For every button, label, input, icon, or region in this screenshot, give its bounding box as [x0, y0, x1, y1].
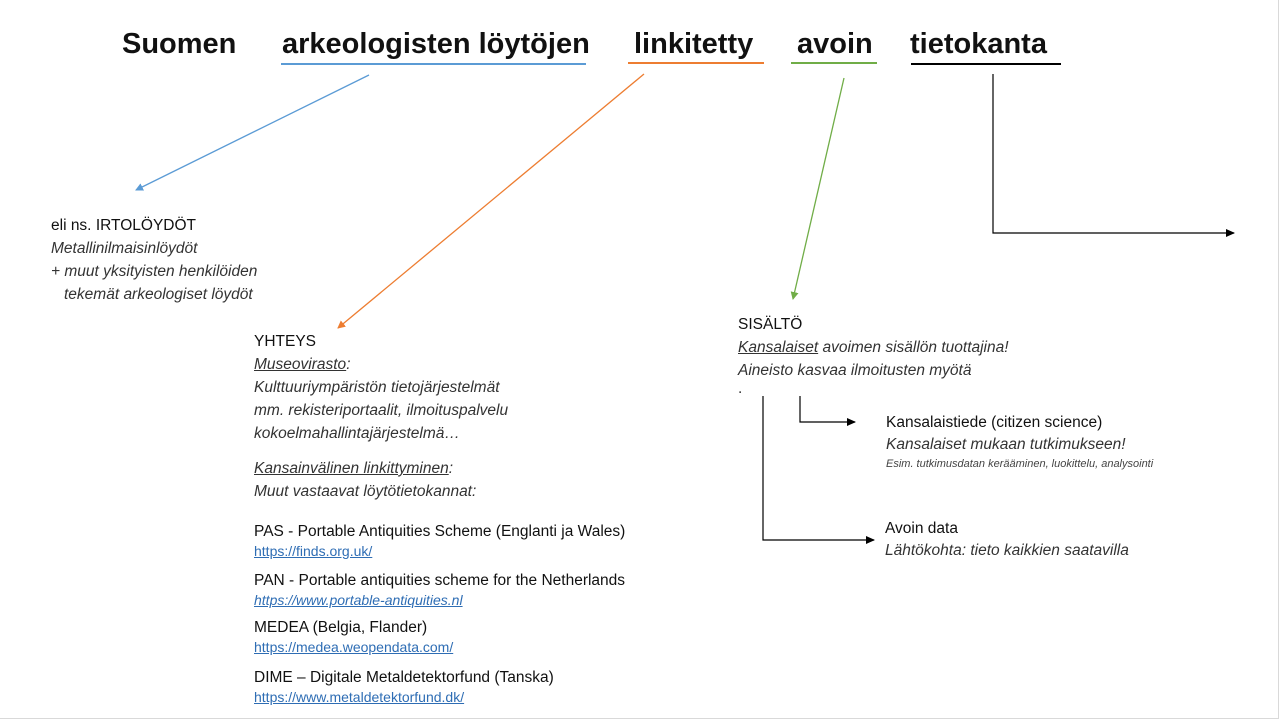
db-pan: PAN - Portable antiquities scheme for th…	[254, 570, 625, 609]
museo-line-2: mm. rekisteriportaalit, ilmoituspalvelu	[254, 402, 509, 419]
underline-avoin	[791, 62, 877, 64]
sisalto-dot: .	[738, 380, 743, 397]
citizen-title: Kansalaistiede (citizen science)	[886, 414, 1103, 431]
db-medea-name: MEDEA (Belgia, Flander)	[254, 619, 428, 636]
sisalto-kansalaiset: Kansalaiset	[738, 339, 819, 356]
irtoloydot-prefix: eli ns.	[51, 217, 96, 234]
sisalto-heading: SISÄLTÖ	[738, 316, 803, 333]
db-dime-link[interactable]: https://www.metaldetektorfund.dk/	[254, 689, 465, 705]
opendata-title: Avoin data	[885, 520, 958, 537]
irtoloydot-line1: Metallinilmaisinlöydöt	[51, 240, 198, 257]
underline-arkeologisten	[281, 63, 586, 65]
yhteys-block: YHTEYS Museovirasto: Kulttuuriympäristön…	[254, 330, 508, 503]
intl-label: Kansainvälinen linkittyminen	[254, 460, 449, 477]
irtoloydot-line2: + muut yksityisten henkilöiden	[51, 263, 258, 280]
irtoloydot-line3: tekemät arkeologiset löydöt	[64, 286, 253, 303]
intl-colon: :	[448, 460, 454, 477]
title-word-avoin: avoin	[797, 28, 873, 60]
museo-line-3: kokoelmahallintajärjestelmä…	[254, 425, 460, 442]
title-word-linkitetty: linkitetty	[634, 28, 754, 60]
db-pas-link[interactable]: https://finds.org.uk/	[254, 543, 373, 559]
db-medea: MEDEA (Belgia, Flander) https://medea.we…	[254, 617, 453, 656]
irtoloydot-heading: IRTOLÖYDÖT	[95, 217, 197, 234]
title-word-arkeologisten: arkeologisten löytöjen	[282, 28, 590, 60]
yhteys-heading: YHTEYS	[254, 333, 317, 350]
sisalto-line1-rest: avoimen sisällön tuottajina!	[818, 339, 1009, 356]
irtoloydot-block: eli ns. IRTOLÖYDÖT Metallinilmaisinlöydö…	[51, 214, 257, 306]
citizen-block: Kansalaistiede (citizen science) Kansala…	[886, 412, 1153, 472]
museovirasto-label: Museovirasto	[254, 356, 347, 373]
citizen-small: Esim. tutkimusdatan kerääminen, luokitte…	[886, 458, 1154, 470]
db-pas-name: PAS - Portable Antiquities Scheme (Engla…	[254, 523, 626, 540]
db-medea-link[interactable]: https://medea.weopendata.com/	[254, 639, 454, 655]
title-word-tietokanta: tietokanta	[910, 28, 1047, 60]
museovirasto-colon: :	[346, 356, 351, 373]
underline-tietokanta	[911, 63, 1061, 65]
museo-line-1: Kulttuuriympäristön tietojärjestelmät	[254, 379, 500, 396]
db-dime-name: DIME – Digitale Metaldetektorfund (Tansk…	[254, 669, 554, 686]
opendata-line1: Lähtökohta: tieto kaikkien saatavilla	[885, 542, 1129, 559]
db-dime: DIME – Digitale Metaldetektorfund (Tansk…	[254, 667, 554, 706]
intl-line: Muut vastaavat löytötietokannat:	[254, 483, 477, 500]
db-pas: PAS - Portable Antiquities Scheme (Engla…	[254, 521, 625, 560]
db-pan-name: PAN - Portable antiquities scheme for th…	[254, 572, 626, 589]
citizen-line1: Kansalaiset mukaan tutkimukseen!	[886, 436, 1126, 453]
db-pan-link[interactable]: https://www.portable-antiquities.nl	[254, 592, 463, 608]
title-word-suomen: Suomen	[122, 28, 237, 60]
opendata-block: Avoin data Lähtökohta: tieto kaikkien sa…	[885, 518, 1129, 562]
underline-linkitetty	[628, 62, 764, 64]
sisalto-block: SISÄLTÖ Kansalaiset avoimen sisällön tuo…	[738, 313, 1009, 396]
sisalto-line2: Aineisto kasvaa ilmoitusten myötä	[738, 362, 972, 379]
